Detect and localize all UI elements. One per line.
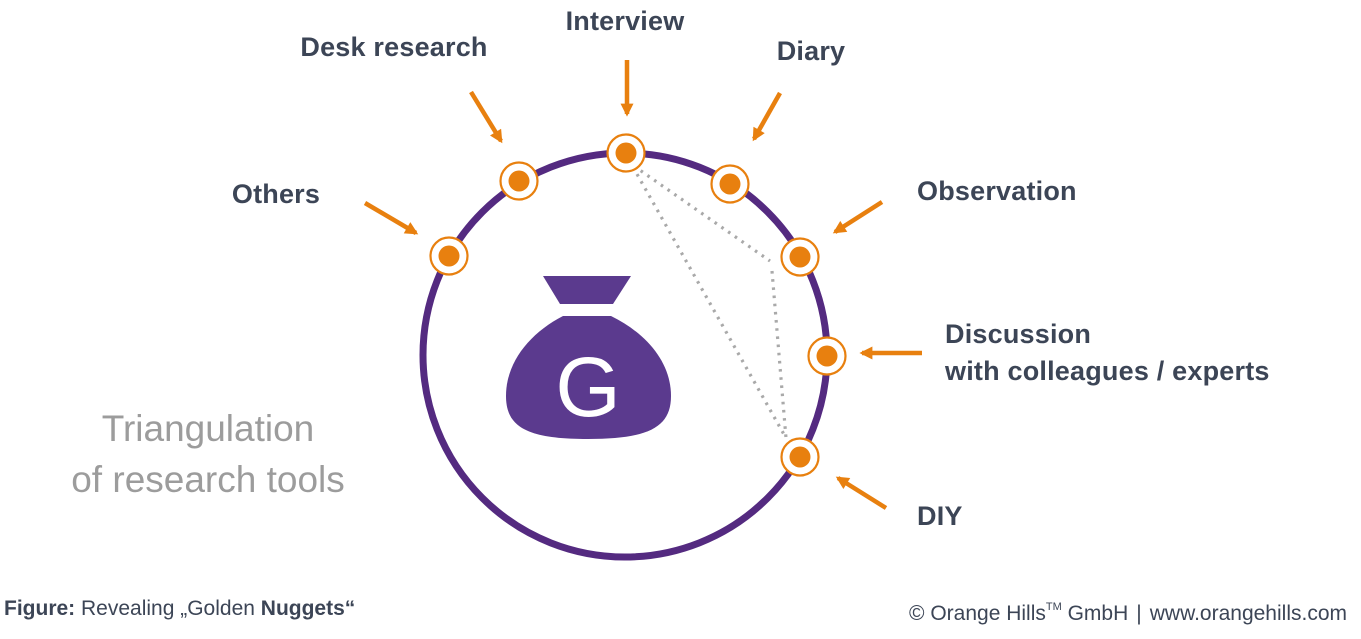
label-desk-research: Desk research (300, 32, 488, 62)
dot-others (429, 236, 469, 276)
dot-diy (780, 437, 820, 477)
dot-observation (780, 237, 820, 277)
money-bag-body (506, 316, 671, 439)
label-diy: DIY (917, 501, 963, 531)
copyright-text: © Orange Hills (909, 602, 1046, 625)
arrow-others (363, 201, 419, 235)
label-discussion: Discussion with colleagues / experts (945, 316, 1270, 390)
company-text: GmbH (1061, 602, 1129, 625)
figure-caption-text-bold: Nuggets“ (260, 597, 356, 620)
dotted-line-interview-observation (633, 164, 771, 263)
arrow-observation (832, 200, 884, 234)
label-discussion-line1: Discussion (945, 319, 1092, 349)
figure-caption-text: Revealing „Golden (75, 597, 261, 620)
arrow-diary (752, 91, 782, 142)
caption-line1: Triangulation (101, 408, 315, 449)
figure-caption: Figure: Revealing „Golden Nuggets“ (4, 596, 355, 622)
label-diary: Diary (776, 36, 846, 66)
figure-caption-label: Figure: (4, 597, 76, 620)
label-interview: Interview (565, 6, 685, 36)
label-discussion-line2: with colleagues / experts (945, 356, 1270, 386)
label-observation: Observation (917, 176, 1077, 206)
dot-interview (606, 133, 646, 173)
footer-divider: | (1136, 602, 1142, 625)
dot-desk-research (499, 161, 539, 201)
golden-nugget-letter: G (555, 340, 620, 434)
triangulation-dotted-lines (631, 164, 788, 439)
money-bag-top (543, 276, 631, 304)
dot-discussion (807, 336, 847, 376)
caption-line2: of research tools (71, 459, 345, 500)
diagram-caption: Triangulation of research tools (22, 403, 394, 505)
copyright-line: © Orange HillsTM GmbH | www.orangehills.co… (909, 596, 1347, 627)
website-text: www.orangehills.com (1149, 602, 1347, 625)
arrow-diy (835, 476, 888, 510)
label-others: Others (231, 179, 321, 209)
tool-dots (429, 133, 847, 477)
pointer-arrows (363, 60, 922, 510)
dotted-line-observation-diy (770, 270, 788, 439)
dot-diary (710, 164, 750, 204)
trademark-symbol: TM (1045, 601, 1062, 613)
money-bag-icon: G (506, 276, 671, 439)
arrow-desk-research (469, 90, 503, 144)
